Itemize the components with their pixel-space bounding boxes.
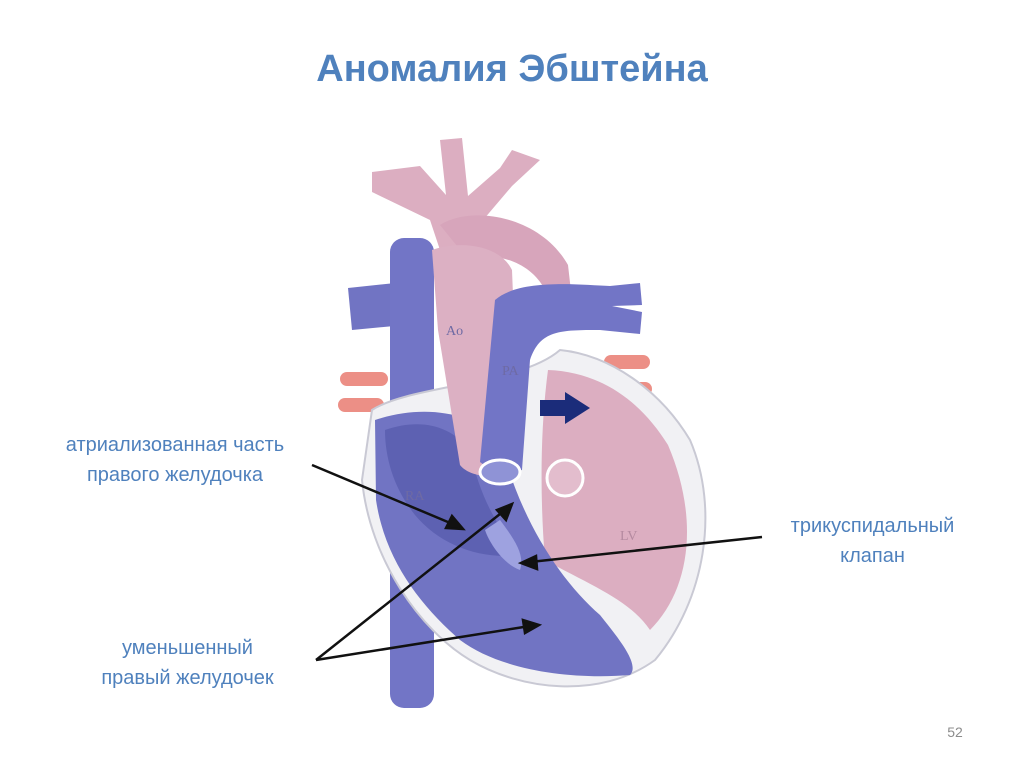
pointer-small-rv-1 bbox=[315, 509, 506, 661]
pointer-tricuspid-head bbox=[517, 554, 539, 571]
flow-arrow bbox=[540, 392, 590, 424]
label-atrialized-line-1: атриализованная часть bbox=[65, 434, 285, 456]
aorta-label: Ao bbox=[446, 324, 463, 339]
slide-title: Аномалия Эбштейна bbox=[316, 48, 708, 90]
label-small-rv-line-1: уменьшенный bbox=[122, 637, 253, 659]
left-ventricle-label: LV bbox=[620, 529, 637, 544]
left-pulmonary-vein-upper bbox=[340, 372, 388, 386]
annotation-arrows bbox=[311, 463, 763, 662]
label-atrialized-ventricle: атриализованная часть правого желудочка bbox=[30, 430, 320, 490]
label-tricuspid-valve: трикуспидальный клапан bbox=[755, 511, 990, 571]
aortic-branches bbox=[372, 138, 540, 252]
slide-number: 52 bbox=[947, 724, 963, 740]
tricuspid-leaflet bbox=[485, 520, 522, 570]
right-atrium-label: RA bbox=[405, 489, 425, 504]
pointer-small-rv-1-head bbox=[494, 501, 515, 523]
aortic-valve bbox=[545, 458, 585, 498]
right-pulmonary-vein-upper bbox=[604, 355, 650, 369]
aortic-arch bbox=[440, 215, 572, 300]
label-small-right-ventricle: уменьшенный правый желудочек bbox=[60, 633, 315, 693]
pulmonary-valve bbox=[478, 458, 522, 486]
label-tricuspid-line-2: клапан bbox=[840, 545, 905, 567]
left-ventricle bbox=[541, 370, 688, 630]
pulmonary-artery-label: PA bbox=[502, 364, 520, 379]
pulmonary-artery bbox=[480, 283, 642, 473]
label-atrialized-line-2: правого желудочка bbox=[86, 464, 264, 486]
pointer-small-rv-2-head bbox=[521, 618, 543, 635]
atrialized-chamber bbox=[385, 424, 520, 556]
pointer-small-rv-2 bbox=[315, 624, 531, 662]
label-tricuspid-line-1: трикуспидальный bbox=[790, 515, 955, 537]
label-small-rv-line-2: правый желудочек bbox=[101, 667, 274, 689]
pointer-atrialized bbox=[311, 463, 456, 527]
pointer-atrialized-head bbox=[444, 513, 466, 531]
pointer-tricuspid bbox=[529, 535, 763, 564]
